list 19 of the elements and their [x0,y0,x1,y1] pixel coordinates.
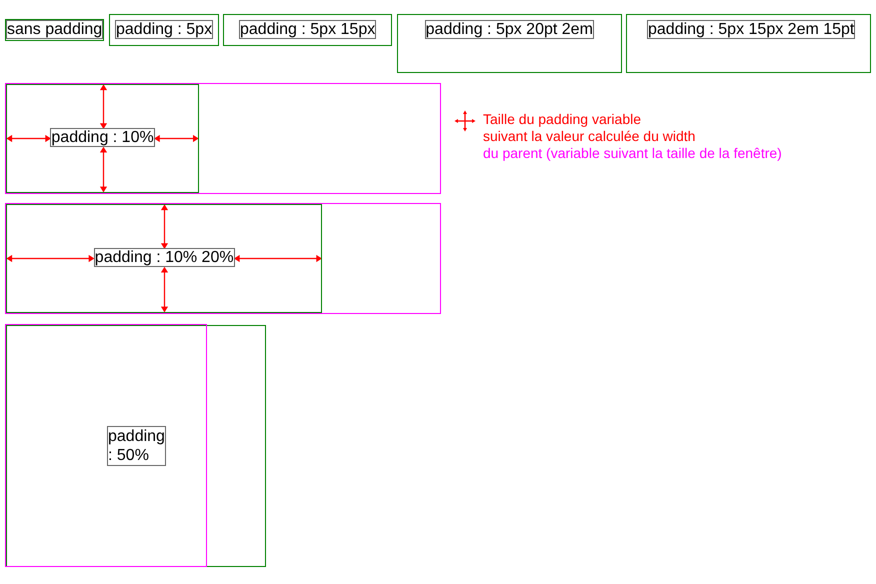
padding-label: padding : 10% [50,128,155,148]
element-box [6,204,322,313]
parent-box [5,203,441,314]
element-box [626,14,872,73]
note-text: du parent (variable suivant la taille de la fenêtre) [483,145,782,162]
padding-label: sans padding [6,20,104,39]
padding-label: padding : 10% 20% [94,248,235,268]
padding-label: padding : 5px [115,20,214,39]
element-box [223,14,392,46]
padding-label: padding : 5px 20pt 2em [424,20,594,39]
element-box [6,325,266,567]
legend-text: Taille du padding variable suivant la valeur calculée du width [483,111,696,145]
padding-label: padding : 5px 15px [239,20,376,39]
padding-label: padding : 50% [107,426,166,466]
parent-box [5,83,441,194]
element-box [6,84,200,193]
parent-box [5,324,207,567]
element-box [109,14,220,46]
element-box [397,14,622,73]
